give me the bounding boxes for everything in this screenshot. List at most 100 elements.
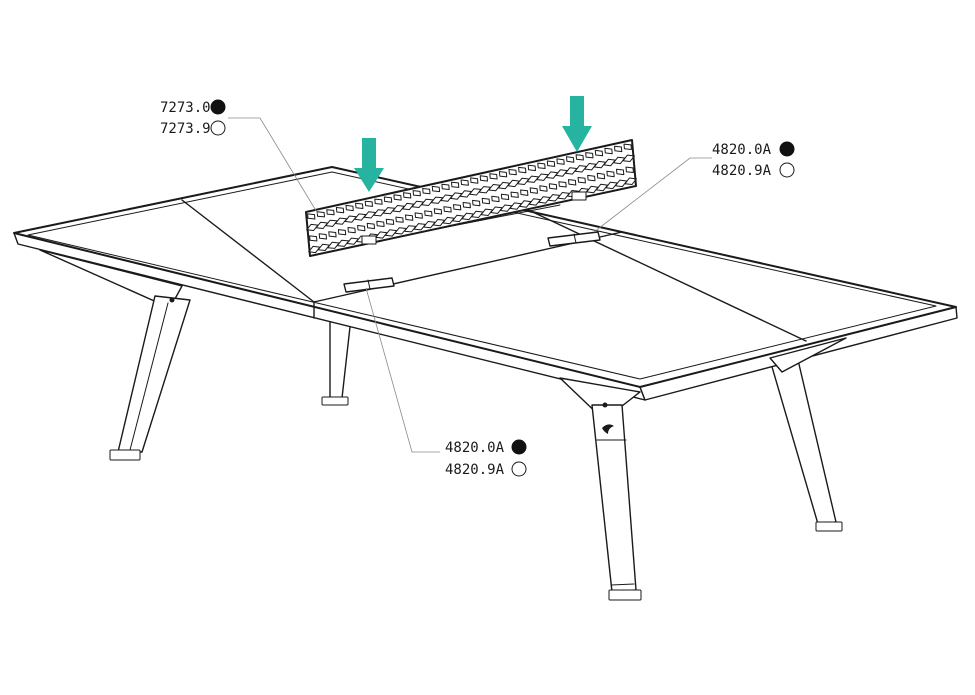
net-hole (538, 196, 551, 204)
net-hole (337, 229, 347, 236)
net-hole (421, 198, 434, 206)
net-hole (354, 213, 367, 221)
net-leader-line (228, 117, 319, 215)
net-hole (402, 202, 415, 211)
brand-logo-icon (602, 424, 614, 434)
net-hole (404, 225, 417, 233)
net-hole (345, 204, 354, 212)
net-hole (334, 217, 348, 225)
net-hole (451, 181, 460, 188)
net-hole (403, 192, 412, 199)
net-clip-front (343, 277, 395, 293)
net-hole (546, 160, 556, 167)
net-hole (568, 179, 577, 186)
net-hole (526, 175, 539, 183)
net-hole (586, 185, 599, 194)
net-hole (527, 164, 536, 172)
net-hole (604, 147, 613, 155)
net-hole (306, 223, 319, 231)
net-hole (498, 171, 508, 178)
net-hole (488, 184, 501, 192)
net-hole (424, 210, 433, 217)
net-hole (395, 216, 404, 223)
net-hole (575, 154, 584, 161)
filled-circle-icon (210, 99, 226, 115)
net-hole (500, 193, 510, 200)
net-hole (584, 163, 597, 171)
net-hole (414, 212, 423, 219)
net-hole (606, 170, 615, 178)
net-hole (432, 219, 446, 227)
net-hole (490, 206, 503, 214)
filled-circle-icon (779, 141, 795, 157)
net-hole (625, 166, 634, 173)
net-hole (587, 174, 596, 182)
net-hole (376, 220, 385, 227)
net-hole (557, 192, 570, 200)
net-hole (382, 207, 396, 215)
net-hole (443, 206, 452, 213)
net-hole (528, 198, 541, 206)
net-hole (585, 152, 594, 159)
net-hole (318, 233, 327, 240)
net-hole (328, 231, 337, 238)
net-hole (480, 208, 493, 216)
net-hole (595, 183, 609, 192)
net-hole (394, 227, 407, 235)
net-hole (325, 219, 338, 227)
net-hole (308, 245, 321, 254)
net-hole (593, 160, 607, 169)
net-hole (355, 202, 364, 209)
net-hole (405, 214, 414, 221)
net-hole (375, 231, 388, 239)
net-hole (529, 187, 538, 194)
net-hole (507, 179, 520, 188)
net-hole (433, 208, 443, 215)
net-hole (574, 165, 587, 173)
net-hole (385, 218, 395, 225)
net-hole (472, 199, 481, 207)
net-hole (545, 171, 559, 179)
net-hole (594, 149, 604, 157)
net-hole (364, 200, 373, 207)
net-hole (469, 188, 482, 196)
net-hole (508, 169, 517, 176)
net-hole (613, 156, 626, 165)
net-hole (430, 196, 444, 204)
net-hole (413, 223, 426, 231)
net-hole (336, 239, 350, 247)
net-hole (441, 183, 450, 190)
net-hole (481, 197, 490, 205)
net-hole (623, 143, 632, 150)
net-hole (547, 194, 561, 202)
net-hole (422, 188, 431, 195)
clip-right-callout: 4820.0A 4820.9A (712, 141, 795, 179)
front-left-leg (39, 249, 191, 461)
net-white-code: 7273.9 (160, 121, 211, 137)
net-hole (510, 191, 519, 198)
net-hole (461, 212, 474, 221)
net-hole (315, 221, 328, 229)
net-hole (555, 169, 568, 177)
net-hole (346, 237, 359, 245)
empty-circle-icon (779, 162, 795, 178)
net-hole (462, 202, 471, 209)
empty-circle-icon (511, 461, 527, 477)
net-hole (344, 215, 357, 223)
net-hole (450, 192, 463, 200)
net-hole (615, 179, 628, 188)
back-left-leg (321, 317, 352, 406)
empty-circle-icon (210, 120, 226, 136)
net-hole (307, 213, 316, 220)
clip-right-white-code: 4820.9A (712, 163, 772, 179)
right-bracket (769, 337, 847, 373)
net-hole (470, 177, 479, 184)
net-hole (622, 154, 635, 162)
net-hole (603, 158, 616, 167)
net-hole (326, 209, 335, 216)
net-hole (558, 181, 567, 188)
net-clip-right (547, 231, 601, 247)
net-hole (537, 162, 546, 169)
net-hole (411, 200, 424, 208)
